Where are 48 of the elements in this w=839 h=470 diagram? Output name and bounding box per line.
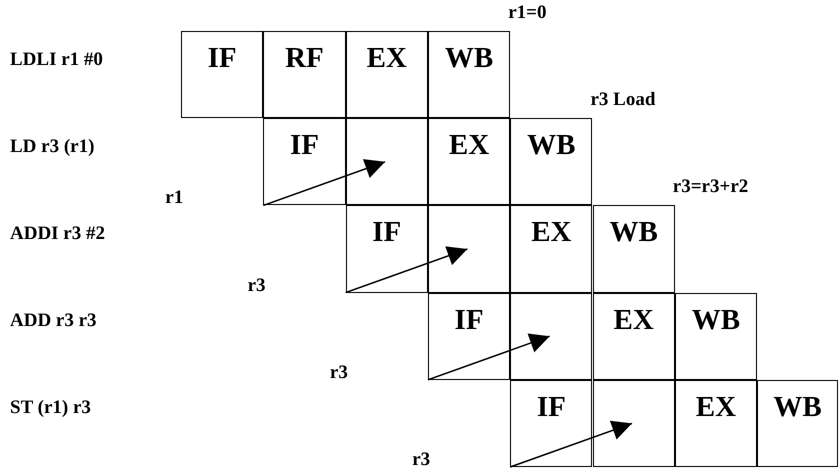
stage-name: WB xyxy=(444,44,494,73)
stage-name: IF xyxy=(288,131,320,160)
stage-name: RF xyxy=(284,44,325,73)
stage-name: EX xyxy=(612,306,655,335)
stage-name: WB xyxy=(690,306,742,335)
edge-label: r3 xyxy=(412,450,430,469)
stage-name: IF xyxy=(206,44,238,73)
stage-cell xyxy=(510,380,592,467)
stage-cell xyxy=(181,31,264,118)
stage-cell xyxy=(428,292,510,380)
stage-name: IF xyxy=(454,306,485,335)
stage-name: WB xyxy=(608,218,659,248)
stage-cell xyxy=(510,205,592,293)
stage-cell xyxy=(263,118,346,206)
stage-cell xyxy=(592,292,675,380)
stage-cell xyxy=(428,31,510,118)
stage-name: EX xyxy=(530,218,572,248)
forwarding-arrow xyxy=(345,246,468,294)
instruction-label: LD r3 (r1) xyxy=(10,137,94,156)
stage-name: WB xyxy=(526,131,576,160)
edge-label: r3 xyxy=(248,276,266,295)
instruction-label: LDLI r1 #0 xyxy=(10,50,103,69)
stage-cell xyxy=(346,31,428,118)
register-note: r3 Load xyxy=(590,90,656,110)
instruction-label: ST (r1) r3 xyxy=(10,398,91,417)
stage-name: EX xyxy=(366,44,408,73)
stage-cell xyxy=(263,31,346,118)
stage-cell xyxy=(674,380,758,467)
register-note: r1=0 xyxy=(508,3,546,22)
instruction-label: ADD r3 r3 xyxy=(10,311,97,330)
instruction-label: ADDI r3 #2 xyxy=(10,224,105,243)
edge-label: r1 xyxy=(165,188,184,208)
stage-name: IF xyxy=(371,218,402,248)
stage-name: IF xyxy=(536,392,567,422)
stage-cell xyxy=(346,205,428,293)
stage-name: EX xyxy=(694,392,738,422)
edge-label: r3 xyxy=(330,362,348,382)
stage-cell xyxy=(757,380,838,467)
stage-cell xyxy=(510,118,592,206)
forwarding-arrow xyxy=(428,334,550,380)
register-note: r3=r3+r2 xyxy=(672,177,748,196)
forwarding-arrow xyxy=(263,159,386,206)
stage-cell xyxy=(674,292,758,380)
stage-cell xyxy=(428,118,510,206)
forwarding-arrow xyxy=(510,420,632,468)
stage-cell xyxy=(592,205,675,293)
stage-name: EX xyxy=(448,131,490,160)
stage-name: WB xyxy=(772,392,823,422)
